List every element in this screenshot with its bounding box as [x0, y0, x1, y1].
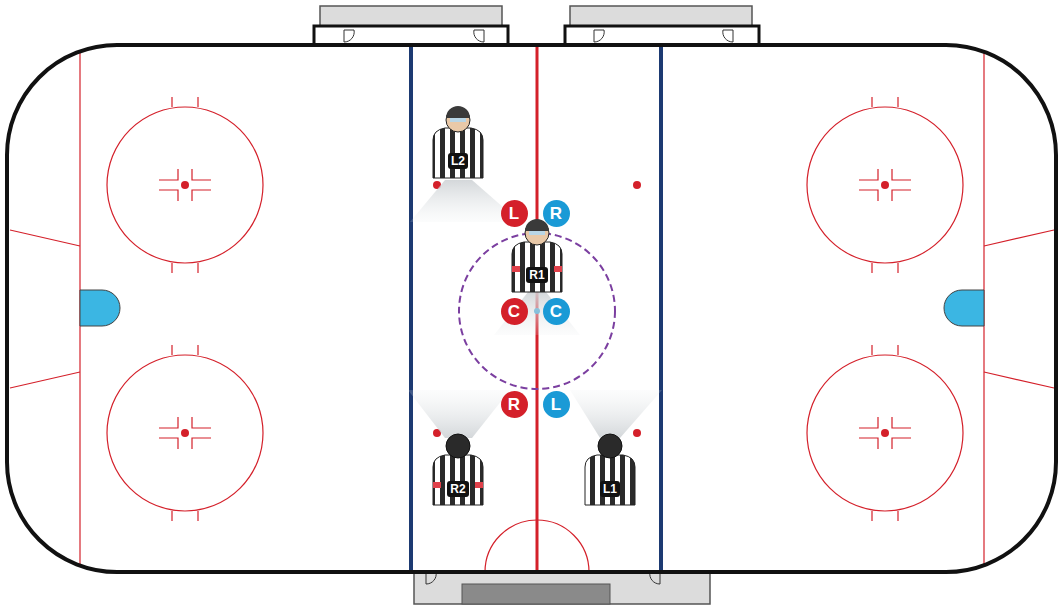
position-letter: R: [550, 205, 562, 222]
position-marker: L: [543, 391, 570, 418]
position-letter: C: [508, 303, 520, 320]
position-marker: C: [501, 298, 528, 325]
position-marker: L: [501, 200, 528, 227]
position-marker: R: [501, 391, 528, 418]
position-letter: C: [550, 303, 562, 320]
referee-number: R1: [529, 269, 544, 281]
position-marker: C: [543, 298, 570, 325]
jersey-number: R1: [526, 267, 547, 283]
referee-number: L2: [451, 155, 465, 167]
referee-figure: [585, 434, 635, 505]
position-marker: R: [543, 200, 570, 227]
referee-figure: [433, 106, 483, 178]
position-letter: L: [551, 396, 561, 413]
jersey-number: L1: [600, 481, 620, 497]
position-letter: L: [509, 205, 519, 222]
position-letter: R: [508, 396, 520, 413]
referee-figure: [433, 434, 483, 505]
referee-number: R2: [450, 483, 465, 495]
jersey-number: L2: [448, 153, 468, 169]
referee-figure: [512, 219, 562, 292]
jersey-number: R2: [447, 481, 468, 497]
referee-number: L1: [603, 483, 617, 495]
